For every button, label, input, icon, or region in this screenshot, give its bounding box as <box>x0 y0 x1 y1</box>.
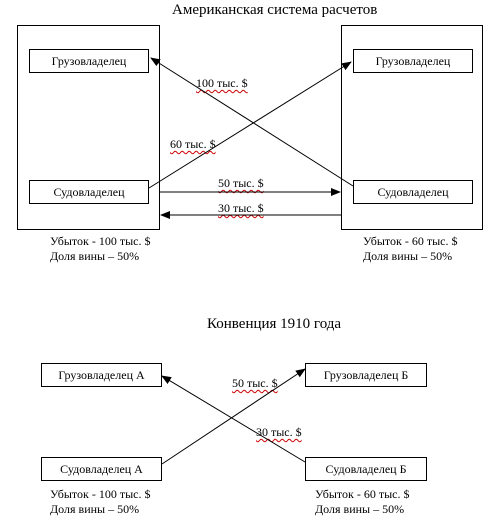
top-left-cargo-owner-box: Грузовладелец <box>29 49 149 73</box>
top-right-caption-fault: Доля вины – 50% <box>363 249 453 263</box>
bottom-ship-owner-b-box: Судовладелец Б <box>305 457 427 481</box>
bottom-arrow-label-30: 30 тыс. $ <box>256 425 302 439</box>
bottom-cargo-owner-a-box: Грузовладелец А <box>41 363 162 387</box>
arrow-ship-right-to-cargo-left <box>150 57 354 187</box>
top-left-caption: Убыток - 100 тыс. $ Доля вины – 50% <box>50 234 150 264</box>
bottom-ship-owner-a-box: Судовладелец А <box>41 457 162 481</box>
bottom-cargo-owner-a-label: Грузовладелец А <box>58 367 145 382</box>
arrow-label-60: 60 тыс. $ <box>170 137 216 151</box>
bottom-right-caption: Убыток - 60 тыс. $ Доля вины – 50% <box>315 487 409 517</box>
top-left-cargo-owner-label: Грузовладелец <box>51 53 127 68</box>
bottom-left-caption-fault: Доля вины – 50% <box>50 502 140 516</box>
top-left-caption-fault: Доля вины – 50% <box>50 249 140 263</box>
top-left-caption-loss: Убыток - 100 тыс. $ <box>50 234 151 248</box>
bottom-ship-owner-b-label: Судовладелец Б <box>325 461 407 476</box>
bottom-cargo-owner-b-box: Грузовладелец Б <box>305 363 427 387</box>
left-party-frame <box>17 25 160 230</box>
arrow-label-50: 50 тыс. $ <box>218 176 264 190</box>
top-left-ship-owner-box: Судовладелец <box>29 180 149 204</box>
top-right-cargo-owner-label: Грузовладелец <box>375 53 451 68</box>
top-title: Американская система расчетов <box>172 2 378 18</box>
bottom-left-caption: Убыток - 100 тыс. $ Доля вины – 50% <box>50 487 150 517</box>
bottom-ship-owner-a-label: Судовладелец А <box>60 461 143 476</box>
bottom-arrow-label-50: 50 тыс. $ <box>232 376 278 390</box>
arrow-ship-a-to-cargo-b <box>161 368 306 465</box>
bottom-cargo-owner-b-label: Грузовладелец Б <box>323 367 409 382</box>
top-right-caption: Убыток - 60 тыс. $ Доля вины – 50% <box>363 234 457 264</box>
bottom-right-caption-loss: Убыток - 60 тыс. $ <box>315 487 410 501</box>
right-party-frame <box>341 25 483 230</box>
arrow-ship-left-to-cargo-right <box>148 61 352 189</box>
top-left-ship-owner-label: Судовладелец <box>53 184 125 199</box>
arrow-label-100: 100 тыс. $ <box>196 76 248 90</box>
arrow-ship-b-to-cargo-a <box>161 375 306 463</box>
bottom-title: Конвенция 1910 года <box>207 316 342 332</box>
top-right-ship-owner-box: Судовладелец <box>353 180 473 204</box>
top-right-cargo-owner-box: Грузовладелец <box>353 49 473 73</box>
bottom-right-caption-fault: Доля вины – 50% <box>315 502 405 516</box>
top-right-caption-loss: Убыток - 60 тыс. $ <box>363 234 458 248</box>
bottom-left-caption-loss: Убыток - 100 тыс. $ <box>50 487 151 501</box>
top-right-ship-owner-label: Судовладелец <box>377 184 449 199</box>
arrow-label-30: 30 тыс. $ <box>218 201 264 215</box>
